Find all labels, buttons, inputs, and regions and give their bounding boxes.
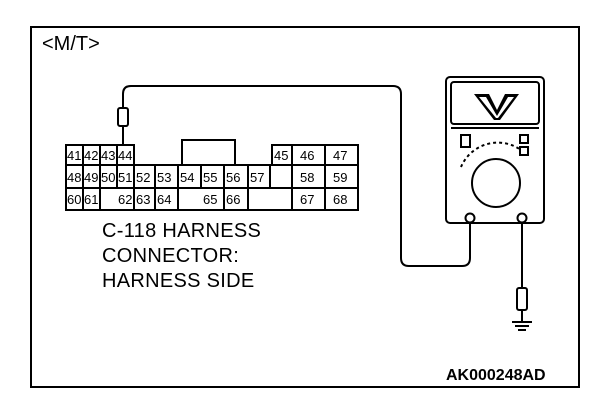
pin-label: 67 — [300, 192, 314, 207]
connector-label-line-2: CONNECTOR: — [102, 245, 240, 267]
voltmeter-icon — [445, 76, 545, 224]
pin-label: 62 — [118, 192, 132, 207]
pin-label: 63 — [136, 192, 150, 207]
pin-label: 50 — [101, 170, 115, 185]
pin-label: 61 — [84, 192, 98, 207]
pin-label: 58 — [300, 170, 314, 185]
pin-label: 53 — [157, 170, 171, 185]
pin-label: 47 — [333, 148, 347, 163]
pin-label: 59 — [333, 170, 347, 185]
probe-lead-negative — [516, 222, 528, 322]
pin-label: 46 — [300, 148, 314, 163]
diagram-frame — [30, 26, 580, 388]
connector-label-line-3: HARNESS SIDE — [102, 270, 255, 292]
pin-label: 49 — [84, 170, 98, 185]
pin-label: 41 — [67, 148, 81, 163]
pin-label: 42 — [84, 148, 98, 163]
ground-icon — [512, 321, 532, 331]
connector-label-line-1: C-118 HARNESS — [102, 220, 262, 242]
pin-label: 48 — [67, 170, 81, 185]
pin-label: 65 — [203, 192, 217, 207]
transmission-variant-label: <M/T> — [42, 33, 100, 55]
connector-grid — [65, 139, 359, 211]
pin-label: 54 — [180, 170, 194, 185]
pin-label: 45 — [274, 148, 288, 163]
volt-symbol-icon — [474, 94, 519, 120]
pin-label: 57 — [250, 170, 264, 185]
pin-label: 64 — [157, 192, 171, 207]
pin-label: 56 — [226, 170, 240, 185]
probe-lead-positive — [117, 85, 471, 267]
pin-label: 52 — [136, 170, 150, 185]
figure-id: AK000248AD — [446, 367, 546, 384]
pin-label: 43 — [101, 148, 115, 163]
pin-label: 66 — [226, 192, 240, 207]
pin-label: 55 — [203, 170, 217, 185]
pin-label: 68 — [333, 192, 347, 207]
pin-label: 60 — [67, 192, 81, 207]
pin-label: 51 — [118, 170, 132, 185]
pin-label: 44 — [118, 148, 132, 163]
